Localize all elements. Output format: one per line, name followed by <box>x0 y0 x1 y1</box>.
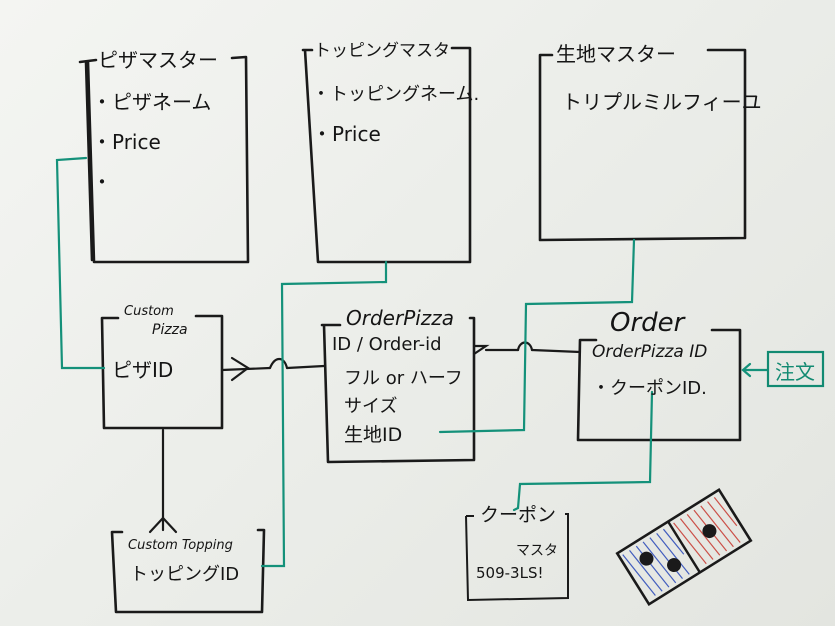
dough-master-field-triple: トリプルミルフィーユ <box>562 90 762 114</box>
topping-master-field-price: ・Price <box>312 122 381 146</box>
pizza-master-title: ピザマスター <box>98 48 218 72</box>
topping-master-field-name: ・トッピングネーム. <box>312 84 480 105</box>
topping-master-box <box>301 46 472 264</box>
dough-master-box <box>538 48 747 242</box>
order-annotation-box <box>766 350 825 388</box>
pizza-master-field-name: ・ピザネーム <box>92 90 212 114</box>
custom-topping-title: Custom Topping <box>128 538 233 553</box>
order-pizza-field-size: サイズ <box>344 396 398 417</box>
order-pizza-field-id: ID / Order-id <box>332 334 442 355</box>
custom-pizza-box <box>100 314 224 430</box>
order-title: Order <box>610 308 685 338</box>
domino-logo-icon <box>615 487 753 607</box>
coupon-box <box>465 513 569 602</box>
dough-master-title: 生地マスター <box>556 42 676 66</box>
topping-master-title: トッピングマスタ <box>314 41 450 61</box>
custom-topping-field-topping-id: トッピングID <box>130 564 240 585</box>
coupon-title: クーポン <box>480 504 557 526</box>
pizza-master-box <box>78 55 250 264</box>
custom-pizza-title-line2: Pizza <box>152 322 188 338</box>
order-field-coupon-id: ・クーポンID. <box>592 378 707 399</box>
order-pizza-field-full-half: フル or ハーフ <box>344 368 463 389</box>
coupon-field-code: 509-3LS! <box>476 564 544 582</box>
pizza-master-field-price: ・Price <box>92 130 161 154</box>
custom-topping-box <box>110 528 266 614</box>
order-pizza-title: OrderPizza <box>346 306 455 330</box>
order-box <box>576 328 742 442</box>
order-pizza-box <box>320 316 476 464</box>
pizza-master-field-empty: ・ <box>92 170 112 194</box>
coupon-field-master: マスタ <box>516 543 558 559</box>
custom-pizza-title-line1: Custom <box>124 304 174 319</box>
order-field-order-pizza-id: OrderPizza ID <box>592 342 708 362</box>
order-annotation-label: 注文 <box>775 360 815 384</box>
custom-pizza-field-pizza-id: ピザID <box>112 358 174 382</box>
order-pizza-field-dough-id: 生地ID <box>344 424 403 446</box>
